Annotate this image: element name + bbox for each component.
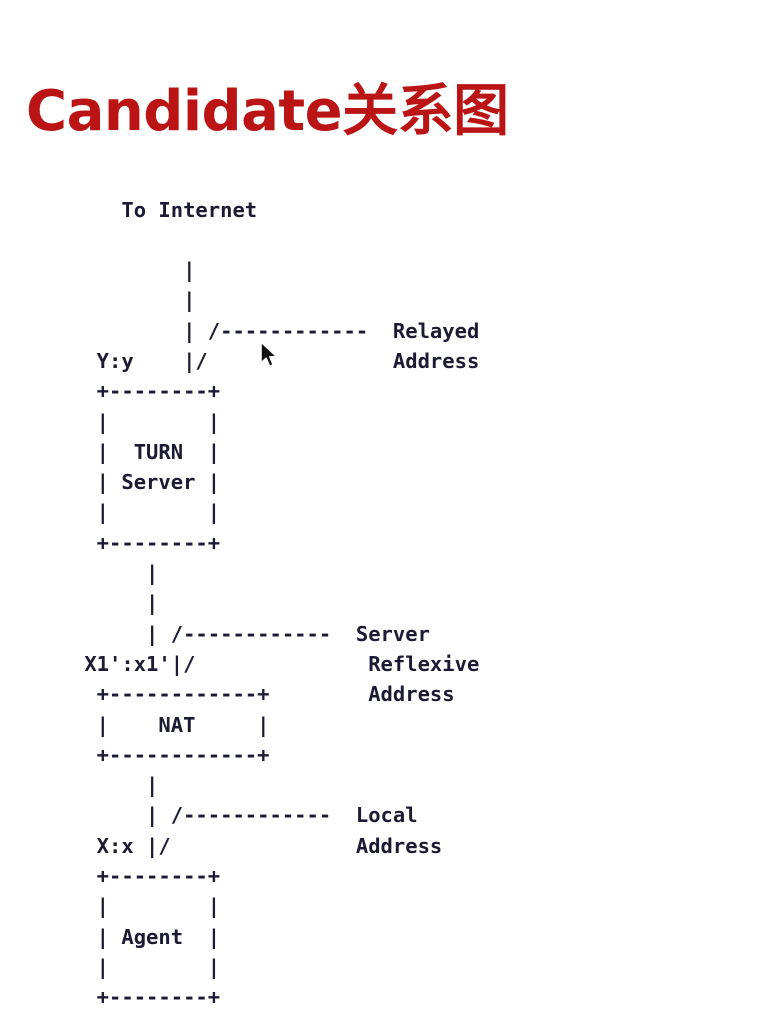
ascii-candidate-diagram: To Internet | | | /------------ Relayed … [84,197,480,1010]
page-title: Candidate关系图 [26,78,509,144]
